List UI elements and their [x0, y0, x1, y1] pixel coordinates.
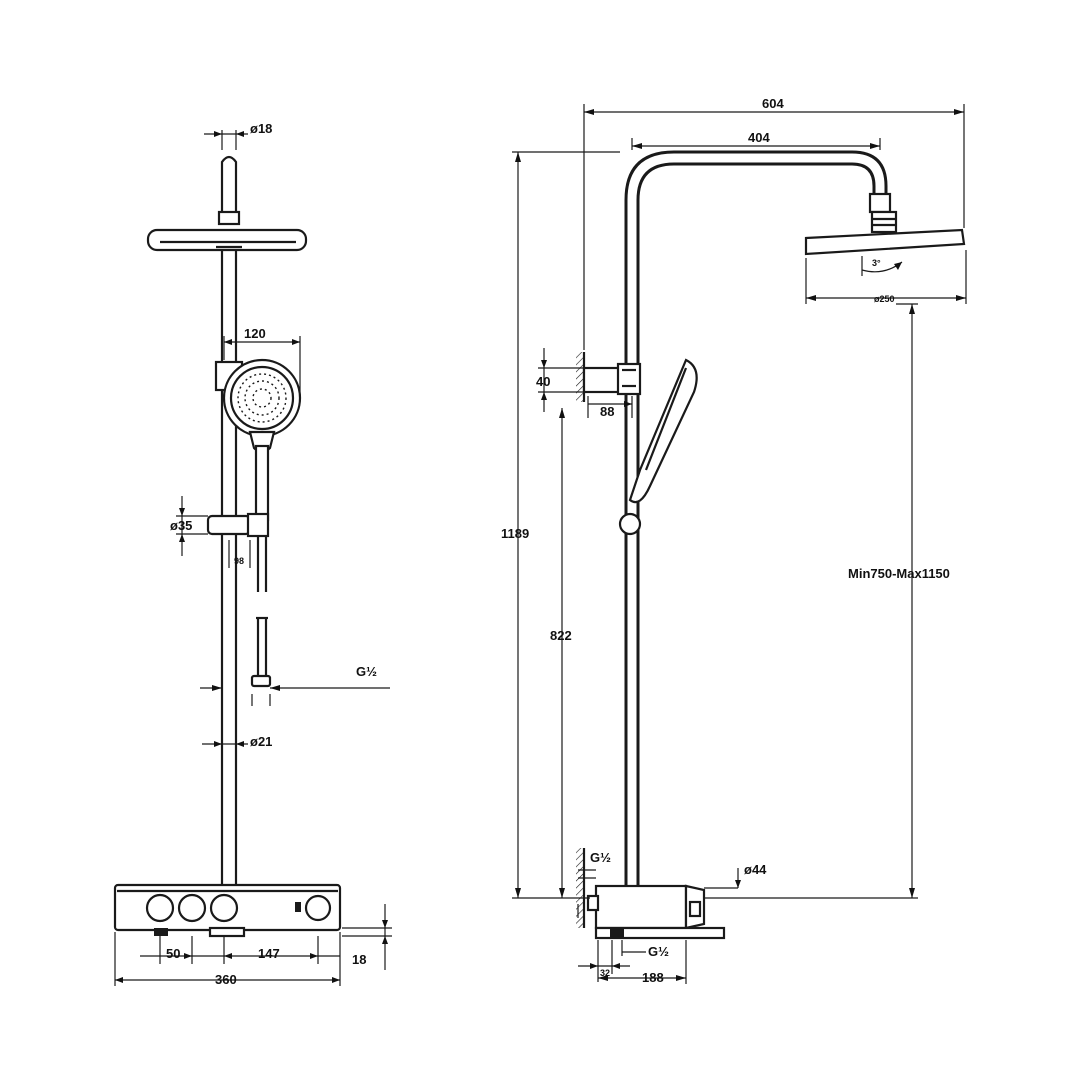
knob-left: [145, 893, 175, 923]
dim-total-height-label: 1189: [501, 526, 529, 541]
front-dimensions: ø18 120 ø35 98 G½: [114, 121, 392, 987]
tilt-angle: 3°: [861, 256, 903, 276]
head-connector: [868, 192, 898, 234]
dim-shelf-depth-label: 18: [352, 952, 366, 967]
dim-bracket-to-inlet-label: 822: [550, 628, 572, 643]
mixer-shelf: [113, 883, 342, 938]
hose-segment: [250, 616, 272, 688]
tilt-angle-label: 3°: [872, 258, 881, 268]
dim-knob-spacing-label: 50: [166, 946, 180, 961]
top-pipe: [217, 155, 241, 226]
dim-arm-length-label: 404: [748, 130, 770, 145]
dim-total-projection-label: 604: [762, 96, 784, 111]
dim-head-diameter-label: ø250: [874, 294, 895, 304]
riser-and-arm: [624, 150, 888, 900]
wall-thread-label: G½: [590, 850, 611, 865]
wall-hatch-upper: [576, 352, 584, 402]
knob-middle: [177, 893, 207, 923]
dim-top-pipe-label: ø18: [250, 121, 272, 136]
side-dimensions: 604 404 ø250 1189: [501, 96, 967, 985]
slide-holder: [206, 512, 270, 592]
dim-mixer-depth-label: 188: [642, 970, 664, 985]
dim-handshower-label: 120: [244, 326, 266, 341]
dim-holder-width-label: 98: [234, 556, 244, 566]
wall-hatch-lower: [576, 848, 584, 928]
hand-shower-side: [618, 358, 698, 536]
inlet-thread-label: G½: [356, 664, 377, 679]
mixer-body-side: [586, 884, 726, 940]
overhead-head-side: [804, 228, 966, 256]
bottom-thread-label: G½: [648, 944, 669, 959]
knob-right: [209, 893, 239, 923]
dim-rail-label: ø21: [250, 734, 272, 749]
dim-adjust-range-label: Min750-Max1150: [848, 566, 950, 581]
front-view: ø18 120 ø35 98 G½: [113, 121, 392, 987]
overhead-shower-head: [146, 228, 308, 252]
wall-bracket: [582, 362, 642, 396]
side-view: 3°: [501, 96, 967, 985]
thermostat-knob: [304, 894, 332, 922]
dim-bracket-depth-label: 88: [600, 404, 614, 419]
riser-rail: [220, 250, 238, 885]
dim-inlet-offset-label: 32: [600, 968, 610, 978]
dim-holder-diameter-label: ø35: [170, 518, 192, 533]
dim-outlet-label: ø44: [744, 862, 767, 877]
dim-bracket-height-label: 40: [536, 374, 550, 389]
dim-shelf-width-label: 360: [215, 972, 237, 987]
dim-knob-thermo-label: 147: [258, 946, 280, 961]
